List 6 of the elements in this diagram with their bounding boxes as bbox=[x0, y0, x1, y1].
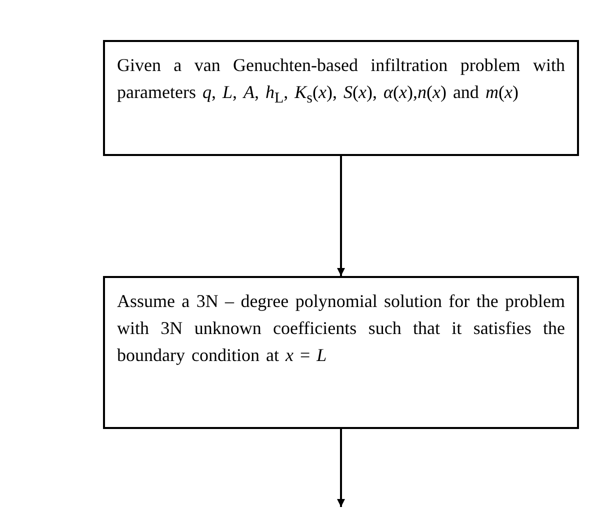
process-box bbox=[103, 276, 579, 429]
box-text: Given a van Genuchten-based infiltration problem with parameters q, L, A, h$_{L}$, K$_{s}$(x), S(x), α(x),n(x) and m(x) bbox=[117, 54, 565, 109]
process-box bbox=[103, 40, 579, 156]
arrow bbox=[337, 156, 345, 276]
arrow bbox=[337, 429, 345, 507]
box-text: Assume a 3N – degree polynomial solution for the problem with 3N unknown coefficients such that it satisfies the boundary condition at x = L bbox=[117, 290, 565, 367]
